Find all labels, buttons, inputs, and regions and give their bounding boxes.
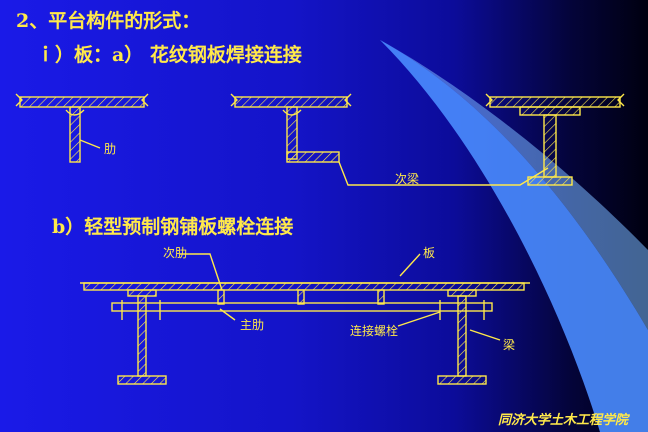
detail-channel-beam bbox=[230, 93, 352, 163]
subtitle-welded-plate: ｉ）板：a） 花纹钢板焊接连接 bbox=[36, 44, 302, 66]
label-bolt-connection: 连接螺栓 bbox=[350, 324, 399, 338]
label-beam: 梁 bbox=[503, 338, 516, 352]
label-main-rib: 主肋 bbox=[240, 318, 265, 332]
footer-institution: 同济大学土木工程学院 bbox=[497, 413, 628, 428]
detail-i-beam bbox=[485, 93, 625, 186]
detail-bolted-plate bbox=[80, 253, 530, 385]
detail-rib-plate bbox=[15, 93, 149, 163]
subtitle-bolted-plate: b）轻型预制钢铺板螺栓连接 bbox=[52, 216, 294, 238]
label-secondary-rib: 次肋 bbox=[163, 246, 188, 260]
label-rib: 肋 bbox=[104, 142, 117, 156]
slide-title: 2、平台构件的形式： bbox=[16, 10, 201, 32]
label-secondary-beam: 次梁 bbox=[395, 172, 420, 186]
label-plate: 板 bbox=[423, 246, 436, 260]
